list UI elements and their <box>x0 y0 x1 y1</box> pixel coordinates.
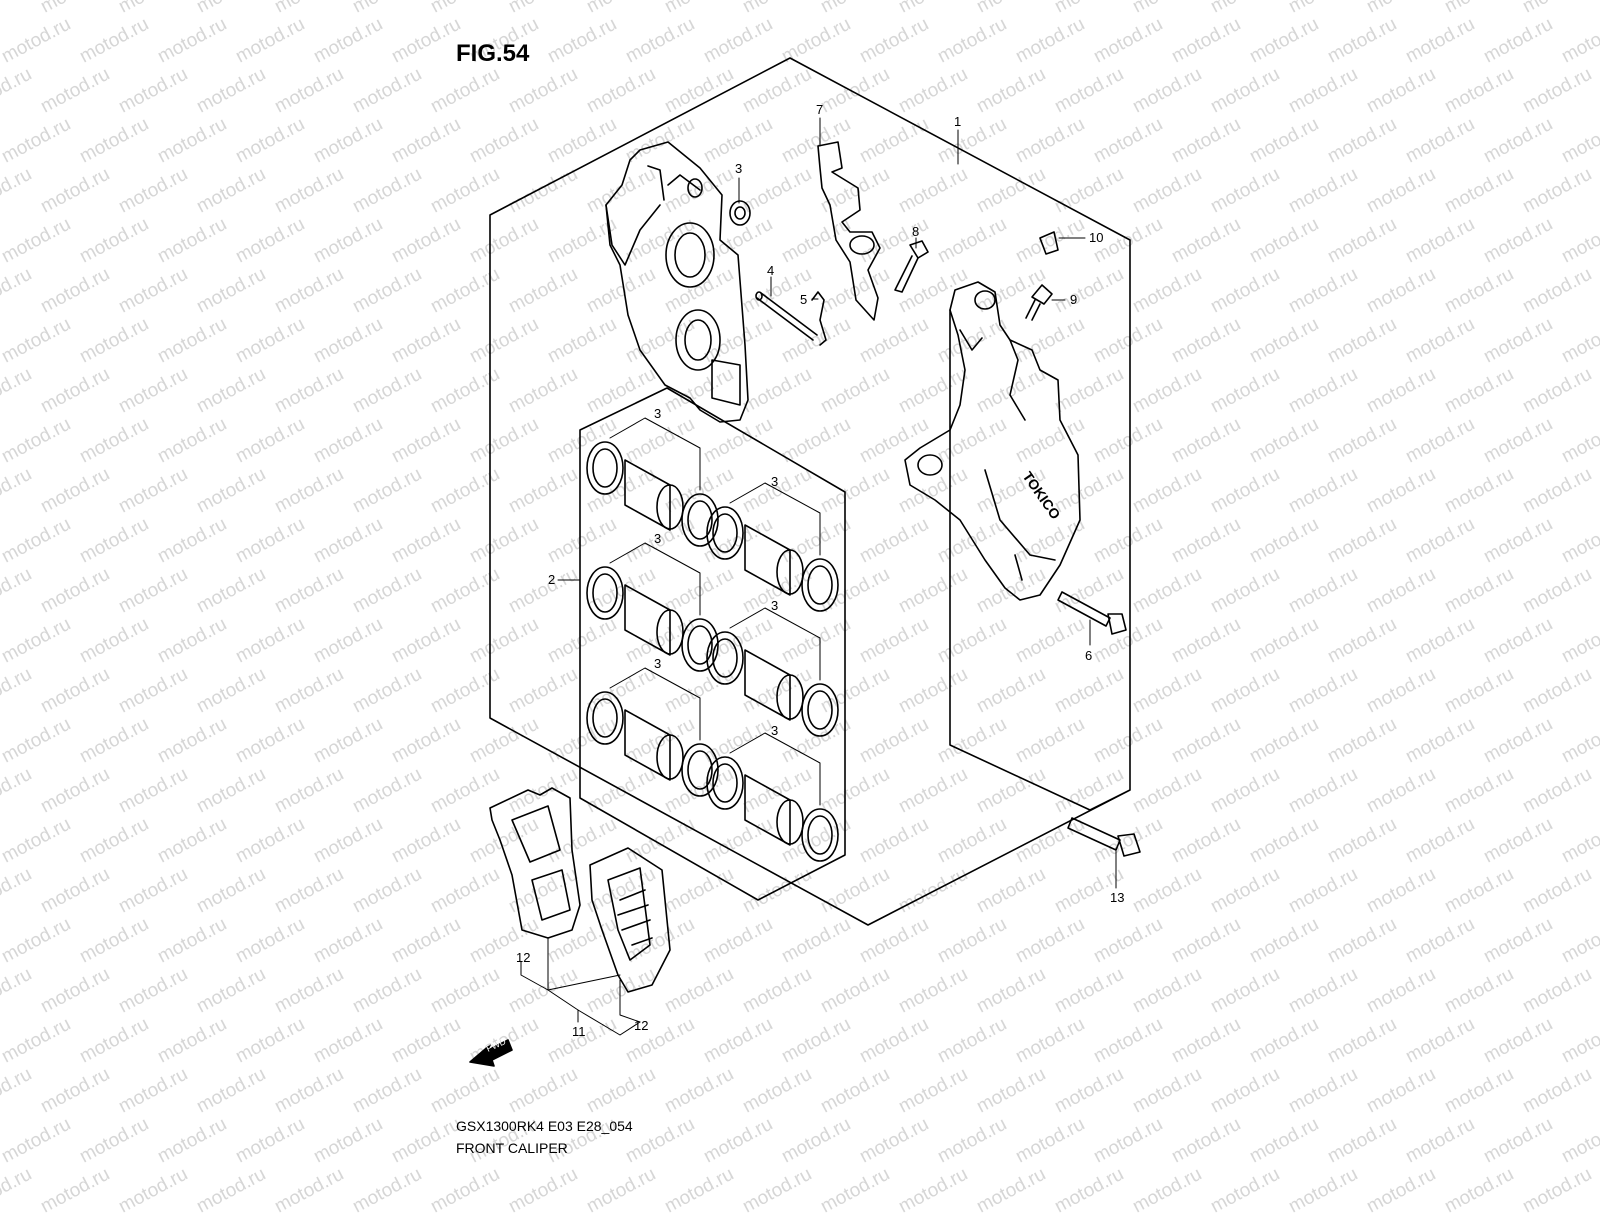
dust-seal <box>801 808 839 862</box>
piston-seal <box>586 691 624 745</box>
piston-seal <box>706 756 744 810</box>
callout-5: 5 <box>800 292 807 307</box>
dust-seal <box>801 683 839 737</box>
brake-pad-rear <box>589 847 671 993</box>
dust-seal <box>681 493 719 547</box>
callout-9: 9 <box>1070 292 1077 307</box>
piston-face <box>656 734 684 780</box>
pad-spring <box>817 141 881 321</box>
callout-3: 3 <box>771 598 778 613</box>
caliper-marking: TOKICO <box>1020 469 1064 523</box>
piston-seal-inner <box>592 573 618 613</box>
mount-bolt-lower <box>1067 817 1141 857</box>
pad-pin <box>755 291 818 341</box>
seal-small <box>729 200 751 226</box>
callout-4: 4 <box>767 263 774 278</box>
dust-seal <box>801 558 839 612</box>
callout-8: 8 <box>912 224 919 239</box>
piston-face <box>656 484 684 530</box>
piston-seal-inner <box>712 638 738 678</box>
piston-face <box>776 549 804 595</box>
piston-face <box>776 674 804 720</box>
callout-13: 13 <box>1110 890 1124 905</box>
forward-arrow <box>469 1039 513 1067</box>
callout-6: 6 <box>1085 648 1092 663</box>
piston-face <box>656 609 684 655</box>
piston-body <box>744 774 791 846</box>
piston-seal-inner <box>712 763 738 803</box>
callout-3: 3 <box>654 406 661 421</box>
callout-2: 2 <box>548 572 555 587</box>
brake-pad-front <box>489 787 581 939</box>
callout-12: 12 <box>634 1018 648 1033</box>
dust-seal-inner <box>807 815 833 855</box>
callout-3: 3 <box>735 161 742 176</box>
callout-bracket <box>729 607 821 681</box>
callout-bracket <box>609 542 701 616</box>
callout-7: 7 <box>816 102 823 117</box>
dust-seal-inner <box>687 500 713 540</box>
dust-seal <box>681 618 719 672</box>
callout-bracket <box>729 482 821 556</box>
figure-code: GSX1300RK4 E03 E28_054 <box>456 1118 633 1134</box>
callout-3: 3 <box>654 531 661 546</box>
piston-body <box>624 709 671 781</box>
mount-bolt-upper <box>1057 591 1127 635</box>
piston-kit-outline <box>579 387 846 901</box>
bleeder-cap <box>1039 231 1059 255</box>
callout-3: 3 <box>771 474 778 489</box>
piston-seal <box>586 441 624 495</box>
callout-3: 3 <box>771 723 778 738</box>
caliper-half-left <box>605 141 749 423</box>
piston-body <box>624 584 671 656</box>
piston-set <box>586 417 839 862</box>
figure-name: FRONT CALIPER <box>456 1140 568 1156</box>
piston-seal <box>706 631 744 685</box>
callout-10: 10 <box>1089 230 1103 245</box>
dust-seal <box>681 743 719 797</box>
bleeder-valve <box>1025 284 1053 321</box>
piston-seal-inner <box>592 448 618 488</box>
dust-seal-inner <box>807 690 833 730</box>
figure-title: FIG.54 <box>456 40 530 67</box>
caliper-half-right <box>904 281 1081 601</box>
piston-face <box>776 799 804 845</box>
piston-body <box>624 459 671 531</box>
dust-seal-inner <box>807 565 833 605</box>
callout-bracket <box>729 732 821 806</box>
piston-seal <box>706 506 744 560</box>
callout-12: 12 <box>516 950 530 965</box>
piston-body <box>744 649 791 721</box>
piston-seal-inner <box>592 698 618 738</box>
leader-lines <box>520 117 1117 1036</box>
bolt-small <box>894 240 929 293</box>
callout-bracket <box>609 417 701 491</box>
callout-bracket <box>609 667 701 741</box>
dust-seal-inner <box>687 750 713 790</box>
pin-clip <box>811 291 827 346</box>
piston-seal <box>586 566 624 620</box>
piston-body <box>744 524 791 596</box>
dust-seal-inner <box>687 625 713 665</box>
callout-1: 1 <box>954 114 961 129</box>
assembly-outline <box>489 57 1131 926</box>
callout-3: 3 <box>654 656 661 671</box>
piston-seal-inner <box>712 513 738 553</box>
callout-11: 11 <box>572 1024 586 1039</box>
